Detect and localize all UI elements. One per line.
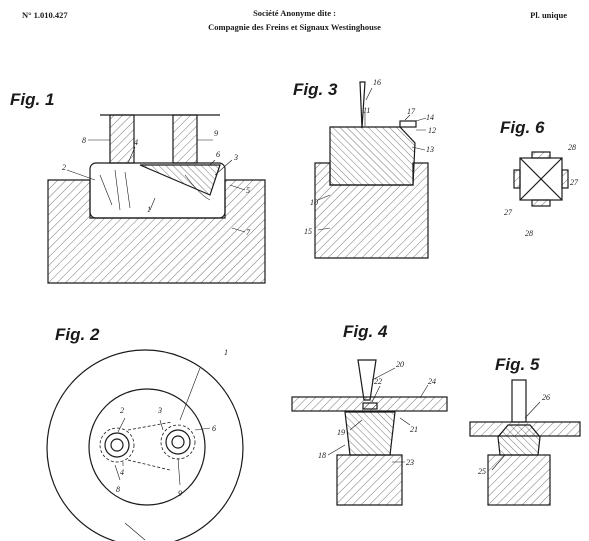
- fig3-ref-13: 13: [426, 145, 434, 154]
- fig1-electrode-right: [172, 114, 198, 164]
- fig3-ref-12: 12: [428, 126, 436, 135]
- fig1-electrode-left: [109, 114, 135, 164]
- fig4-insert: [344, 411, 396, 456]
- plate-label: Pl. unique: [530, 10, 567, 20]
- fig4-ref-20: 20: [396, 360, 404, 369]
- figure-5: Fig. 5 26 25: [469, 355, 581, 506]
- fig2-electrode-right: [165, 429, 191, 455]
- fig3-ref-10: 10: [310, 198, 318, 207]
- fig2-ref-2: 2: [120, 406, 124, 415]
- fig5-label: Fig. 5: [495, 355, 540, 374]
- fig2-label: Fig. 2: [55, 325, 100, 344]
- figure-3: Fig. 3 16 11 17 14 12 13 10 15: [293, 78, 436, 259]
- fig3-label: Fig. 3: [293, 80, 338, 99]
- figure-1: Fig. 1 8 4 9 6 2 3 1 5 7: [10, 90, 266, 284]
- fig1-ref-4: 4: [134, 138, 138, 147]
- fig2-inner-circle: [88, 388, 206, 506]
- fig2-ref-3: 3: [157, 406, 162, 415]
- fig5-base: [487, 454, 551, 506]
- fig3-ref-14: 14: [426, 113, 434, 122]
- figure-2: Fig. 2 1 2 3 6 4 8 9: [46, 325, 244, 541]
- fig1-field-lines: [99, 169, 131, 211]
- fig4-ref-23: 23: [406, 458, 414, 467]
- fig3-ref-17: 17: [407, 107, 416, 116]
- fig4-ref-18: 18: [318, 451, 326, 460]
- fig6-tab-bottom: [531, 199, 551, 207]
- fig4-base: [336, 454, 403, 506]
- fig2-ref-8: 8: [116, 485, 120, 494]
- fig1-insert: [89, 162, 226, 219]
- figure-4: Fig. 4 20 22 24 19 21 18 23: [291, 322, 448, 506]
- fig1-ref-7: 7: [246, 228, 251, 237]
- fig4-electrode: [357, 359, 377, 401]
- fig4-ref-24: 24: [428, 377, 436, 386]
- fig1-wedge: [139, 164, 221, 196]
- fig4-ref-21: 21: [410, 425, 418, 434]
- fig5-ref-26: 26: [542, 393, 550, 402]
- fig1-ref-3: 3: [233, 153, 238, 162]
- fig1-ref-9: 9: [214, 129, 218, 138]
- fig6-ref-27-left: 27: [504, 208, 513, 217]
- fig1-ref-5: 5: [246, 186, 250, 195]
- company-line-1: Société Anonyme dite :: [253, 8, 336, 18]
- fig2-electrode-left: [104, 432, 130, 458]
- fig4-ref-22: 22: [374, 377, 382, 386]
- fig3-ref-15: 15: [304, 227, 312, 236]
- fig1-ref-6: 6: [216, 150, 220, 159]
- fig2-ref-6: 6: [212, 424, 216, 433]
- company-line-2: Compagnie des Freins et Signaux Westingh…: [208, 22, 381, 32]
- fig1-label: Fig. 1: [10, 90, 54, 109]
- fig2-ref-4: 4: [120, 468, 124, 477]
- fig5-insert: [497, 424, 541, 456]
- fig4-ref-19: 19: [337, 428, 345, 437]
- fig3-ref-16: 16: [373, 78, 381, 87]
- fig6-label: Fig. 6: [500, 118, 545, 137]
- fig1-ref-2: 2: [62, 163, 66, 172]
- fig1-base-block: [47, 179, 266, 284]
- fig6-ref-28-top: 28: [568, 143, 576, 152]
- figure-6: Fig. 6 28 27 27 28: [500, 118, 579, 238]
- fig4-contact: [362, 402, 378, 410]
- fig2-outer-circle: [46, 349, 244, 541]
- fig3-cap: [399, 120, 417, 128]
- fig5-ref-25: 25: [478, 467, 486, 476]
- fig6-tab-top: [531, 151, 551, 159]
- fig2-ref-9: 9: [178, 489, 182, 498]
- fig3-electrode-tip: [359, 81, 366, 129]
- fig6-tab-right: [561, 169, 569, 189]
- fig3-insert: [329, 126, 416, 186]
- fig6-ref-27-right: 27: [570, 178, 579, 187]
- fig1-ref-8: 8: [82, 136, 86, 145]
- fig4-label: Fig. 4: [343, 322, 388, 341]
- patent-number: N° 1.010.427: [22, 10, 68, 20]
- fig1-ref-1: 1: [147, 205, 151, 214]
- fig2-ref-1: 1: [224, 348, 228, 357]
- fig5-electrode: [511, 379, 527, 423]
- fig6-tab-left: [513, 169, 521, 189]
- fig6-ref-28-bottom: 28: [525, 229, 533, 238]
- company-heading: Société Anonyme dite : Compagnie des Fre…: [0, 6, 589, 34]
- fig3-ref-11: 11: [363, 106, 370, 115]
